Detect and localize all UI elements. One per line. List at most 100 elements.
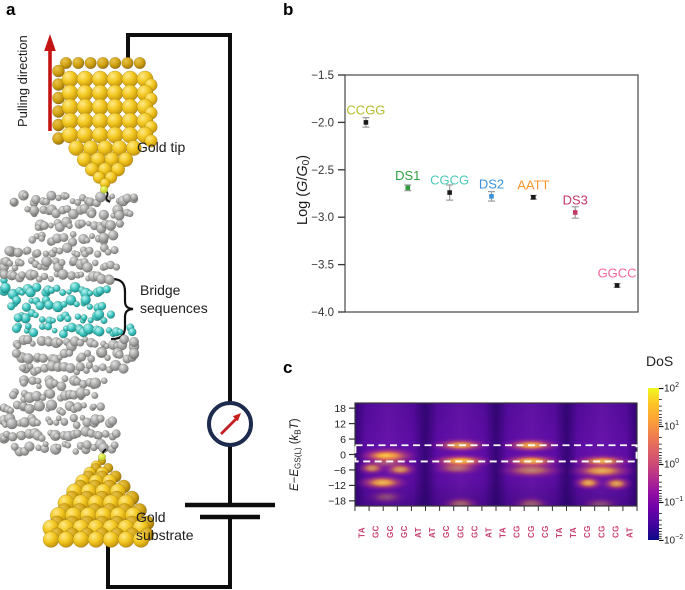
x-tick-label: GC [400, 525, 409, 538]
atom-sphere [51, 327, 58, 334]
atom-sphere [50, 317, 57, 324]
atom-sphere [96, 402, 106, 412]
atom-sphere [72, 531, 90, 548]
point-label: DS3 [563, 192, 588, 207]
x-tick-label: AT [484, 527, 493, 538]
atom-sphere [59, 56, 73, 70]
data-point [614, 283, 620, 288]
atom-sphere [7, 302, 16, 311]
atom-sphere [11, 324, 21, 334]
atom-sphere [128, 336, 140, 347]
data-point [447, 190, 452, 195]
atom-sphere [73, 250, 81, 258]
atom-sphere [56, 247, 64, 255]
atom-sphere [42, 197, 51, 206]
panel-b-letter: b [283, 0, 294, 19]
atom-sphere [10, 442, 19, 451]
atom-sphere [75, 362, 86, 372]
atom-sphere [69, 413, 79, 423]
dashed-energy-window [354, 444, 638, 463]
colorbar-tick-base: 10 [664, 383, 676, 395]
atom-sphere [125, 140, 142, 156]
atom-sphere [33, 249, 42, 258]
x-tick-label: CG [541, 525, 550, 538]
atom-sphere [133, 56, 146, 70]
atom-sphere [116, 328, 124, 336]
atom-sphere [7, 432, 18, 442]
colorbar-title: DoS [646, 353, 674, 369]
x-tick-label: GC [442, 525, 451, 538]
atom-sphere [40, 221, 49, 230]
atom-sphere [132, 531, 150, 548]
y-tick-label: −6 [334, 465, 346, 477]
atom-sphere [130, 193, 138, 202]
bridge-sequences-label: Bridge sequences [140, 282, 208, 316]
atom-sphere [9, 197, 18, 206]
atom-sphere [106, 310, 116, 319]
atom-sphere [28, 205, 40, 216]
atom-sphere [38, 316, 46, 324]
atom-sphere [100, 317, 108, 325]
atom-sphere [56, 381, 67, 392]
atom-sphere [29, 270, 39, 279]
atom-sphere [0, 405, 2, 412]
atom-sphere [23, 334, 33, 345]
x-tick-label: CG [583, 525, 592, 538]
atom-sphere [47, 222, 54, 229]
atom-sphere [126, 210, 134, 218]
battery-symbol [185, 502, 275, 520]
x-tick-label: CG [611, 525, 620, 538]
atom-sphere [24, 322, 32, 330]
atom-sphere [87, 531, 105, 548]
atom-sphere [8, 390, 18, 400]
atom-sphere [115, 350, 124, 359]
atom-sphere [83, 236, 91, 244]
atom-sphere [17, 259, 25, 267]
gold-substrate-label: Gold substrate [136, 509, 194, 543]
atom-sphere [114, 210, 125, 221]
y-tick-label: −2.5 [311, 165, 334, 177]
atom-sphere [104, 248, 112, 256]
x-tick-label: GC [456, 525, 465, 538]
atom-sphere [89, 233, 96, 240]
atom-sphere [117, 531, 135, 548]
atom-sphere [58, 258, 66, 267]
atom-sphere [57, 531, 75, 548]
atom-sphere [107, 230, 119, 241]
atom-sphere [74, 313, 82, 321]
atom-sphere [94, 309, 105, 320]
atom-sphere [23, 246, 32, 255]
atom-sphere [82, 262, 93, 273]
atom-sphere [32, 311, 39, 319]
atom-sphere [72, 421, 81, 430]
atom-sphere [98, 209, 110, 221]
colorbar-tick-label: 100 [664, 458, 679, 471]
atom-sphere [104, 275, 115, 286]
y-tick-label: 12 [334, 418, 346, 430]
dos-heatmap [355, 403, 637, 506]
atom-sphere [111, 429, 121, 439]
atom-sphere [6, 259, 14, 267]
y-tick-label: −3.5 [311, 260, 334, 272]
y-tick-label: 0 [340, 449, 346, 461]
atom-sphere [27, 363, 34, 370]
x-tick-label: AT [625, 527, 634, 538]
atom-sphere [87, 209, 97, 219]
atom-sphere [55, 443, 62, 450]
atom-sphere [19, 378, 28, 387]
atom-sphere [28, 236, 37, 244]
atom-sphere [33, 419, 42, 427]
heatmap-frame [354, 402, 638, 507]
atom-sphere [55, 415, 62, 422]
atom-sphere [45, 388, 56, 400]
atom-sphere [29, 340, 36, 347]
atom-sphere [31, 194, 41, 205]
atom-sphere [101, 430, 110, 438]
atom-sphere [91, 340, 99, 348]
atom-sphere [53, 284, 61, 293]
atom-sphere [128, 327, 137, 337]
atom-sphere [57, 268, 69, 280]
atom-sphere [65, 349, 74, 357]
atom-sphere [34, 377, 42, 385]
panel-a-letter: a [6, 0, 16, 19]
